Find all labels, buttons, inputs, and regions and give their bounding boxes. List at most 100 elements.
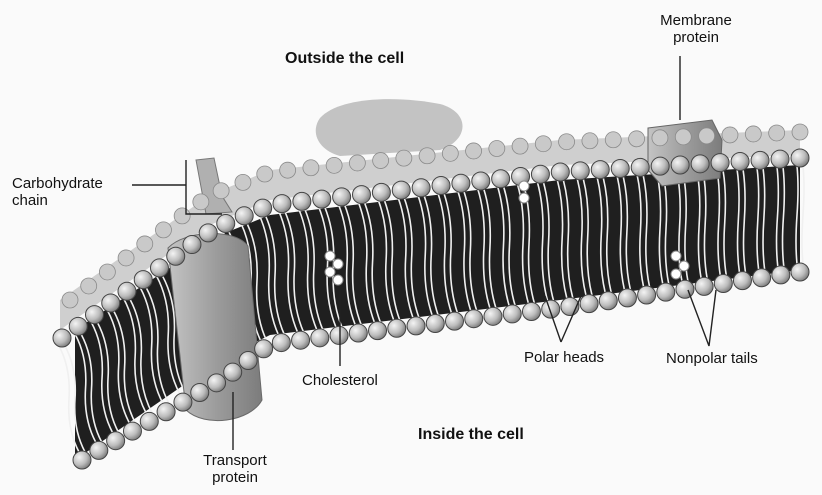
polar-head: [733, 272, 751, 290]
polar-head: [293, 192, 311, 210]
polar-head: [631, 158, 649, 176]
polar-head: [769, 125, 785, 141]
cholesterol-molecule: [519, 181, 529, 191]
polar-head: [611, 159, 629, 177]
polar-head: [772, 266, 790, 284]
polar-head: [419, 148, 435, 164]
polar-head: [691, 155, 709, 173]
polar-head: [369, 322, 387, 340]
polar-head: [174, 393, 192, 411]
polar-head: [53, 329, 71, 347]
polar-head: [99, 264, 115, 280]
polar-head: [676, 280, 694, 298]
polar-head: [675, 129, 691, 145]
membrane-protein-label: Membrane protein: [650, 12, 742, 46]
polar-head: [792, 124, 808, 140]
cholesterol-molecule: [671, 251, 681, 261]
polar-head: [618, 289, 636, 307]
polar-head: [353, 186, 371, 204]
polar-head: [442, 145, 458, 161]
polar-head: [191, 383, 209, 401]
polar-head: [542, 300, 560, 318]
polar-head: [157, 403, 175, 421]
polar-head: [257, 166, 273, 182]
polar-head: [313, 190, 331, 208]
polar-head: [107, 432, 125, 450]
polar-head: [326, 157, 342, 173]
polar-head: [137, 236, 153, 252]
polar-head: [155, 222, 171, 238]
polar-head: [330, 326, 348, 344]
cholesterol-label: Cholesterol: [302, 372, 378, 389]
polar-head: [213, 183, 229, 199]
polar-head: [465, 310, 483, 328]
polar-head: [484, 307, 502, 325]
carbohydrate-label-line1: Carbohydrate: [12, 175, 103, 192]
polar-head: [372, 183, 390, 201]
polar-head: [174, 208, 190, 224]
polar-head: [311, 329, 329, 347]
polar-head: [183, 236, 201, 254]
polar-head: [140, 412, 158, 430]
polar-head: [333, 188, 351, 206]
polar-head: [629, 131, 645, 147]
polar-head: [102, 294, 120, 312]
polar-head: [711, 154, 729, 172]
polar-head: [239, 351, 257, 369]
polar-head: [722, 127, 738, 143]
polar-head: [714, 275, 732, 293]
polar-head: [85, 306, 103, 324]
polar-head: [535, 136, 551, 152]
polar-head: [522, 303, 540, 321]
polar-head: [193, 194, 209, 210]
polar-head: [134, 271, 152, 289]
polar-head: [745, 126, 761, 142]
polar-head: [407, 317, 425, 335]
polar-head: [150, 259, 168, 277]
polar-head: [591, 161, 609, 179]
polar-head: [571, 162, 589, 180]
polar-head: [472, 172, 490, 190]
polar-head: [235, 207, 253, 225]
polar-head: [638, 286, 656, 304]
cholesterol-molecule: [671, 269, 681, 279]
polar-head: [272, 334, 290, 352]
polar-head: [303, 160, 319, 176]
polar-head: [699, 128, 715, 144]
polar-heads-label: Polar heads: [524, 349, 604, 366]
polar-head: [373, 153, 389, 169]
polar-head: [412, 179, 430, 197]
polar-head: [599, 292, 617, 310]
polar-head: [771, 150, 789, 168]
polar-head: [432, 177, 450, 195]
polar-head: [217, 215, 235, 233]
polar-head: [751, 151, 769, 169]
polar-head: [62, 292, 78, 308]
polar-head: [695, 277, 713, 295]
cholesterol-molecule: [325, 251, 335, 261]
polar-head: [118, 250, 134, 266]
polar-head: [605, 132, 621, 148]
polar-head: [280, 162, 296, 178]
polar-head: [167, 247, 185, 265]
cholesterol-molecule: [333, 259, 343, 269]
cholesterol-molecule: [325, 267, 335, 277]
polar-head: [466, 143, 482, 159]
polar-head: [426, 314, 444, 332]
polar-head: [791, 149, 809, 167]
membrane-protein-label-line2: protein: [650, 29, 742, 46]
polar-head: [73, 451, 91, 469]
polar-head: [90, 441, 108, 459]
transport-label-line2: protein: [195, 469, 275, 486]
polar-head: [396, 150, 412, 166]
polar-head: [489, 141, 505, 157]
polar-head: [118, 282, 136, 300]
polar-head: [671, 156, 689, 174]
membrane-protein-label-line1: Membrane: [650, 12, 742, 29]
polar-head: [559, 134, 575, 150]
polar-head: [69, 317, 87, 335]
polar-head: [657, 283, 675, 301]
polar-head: [753, 269, 771, 287]
